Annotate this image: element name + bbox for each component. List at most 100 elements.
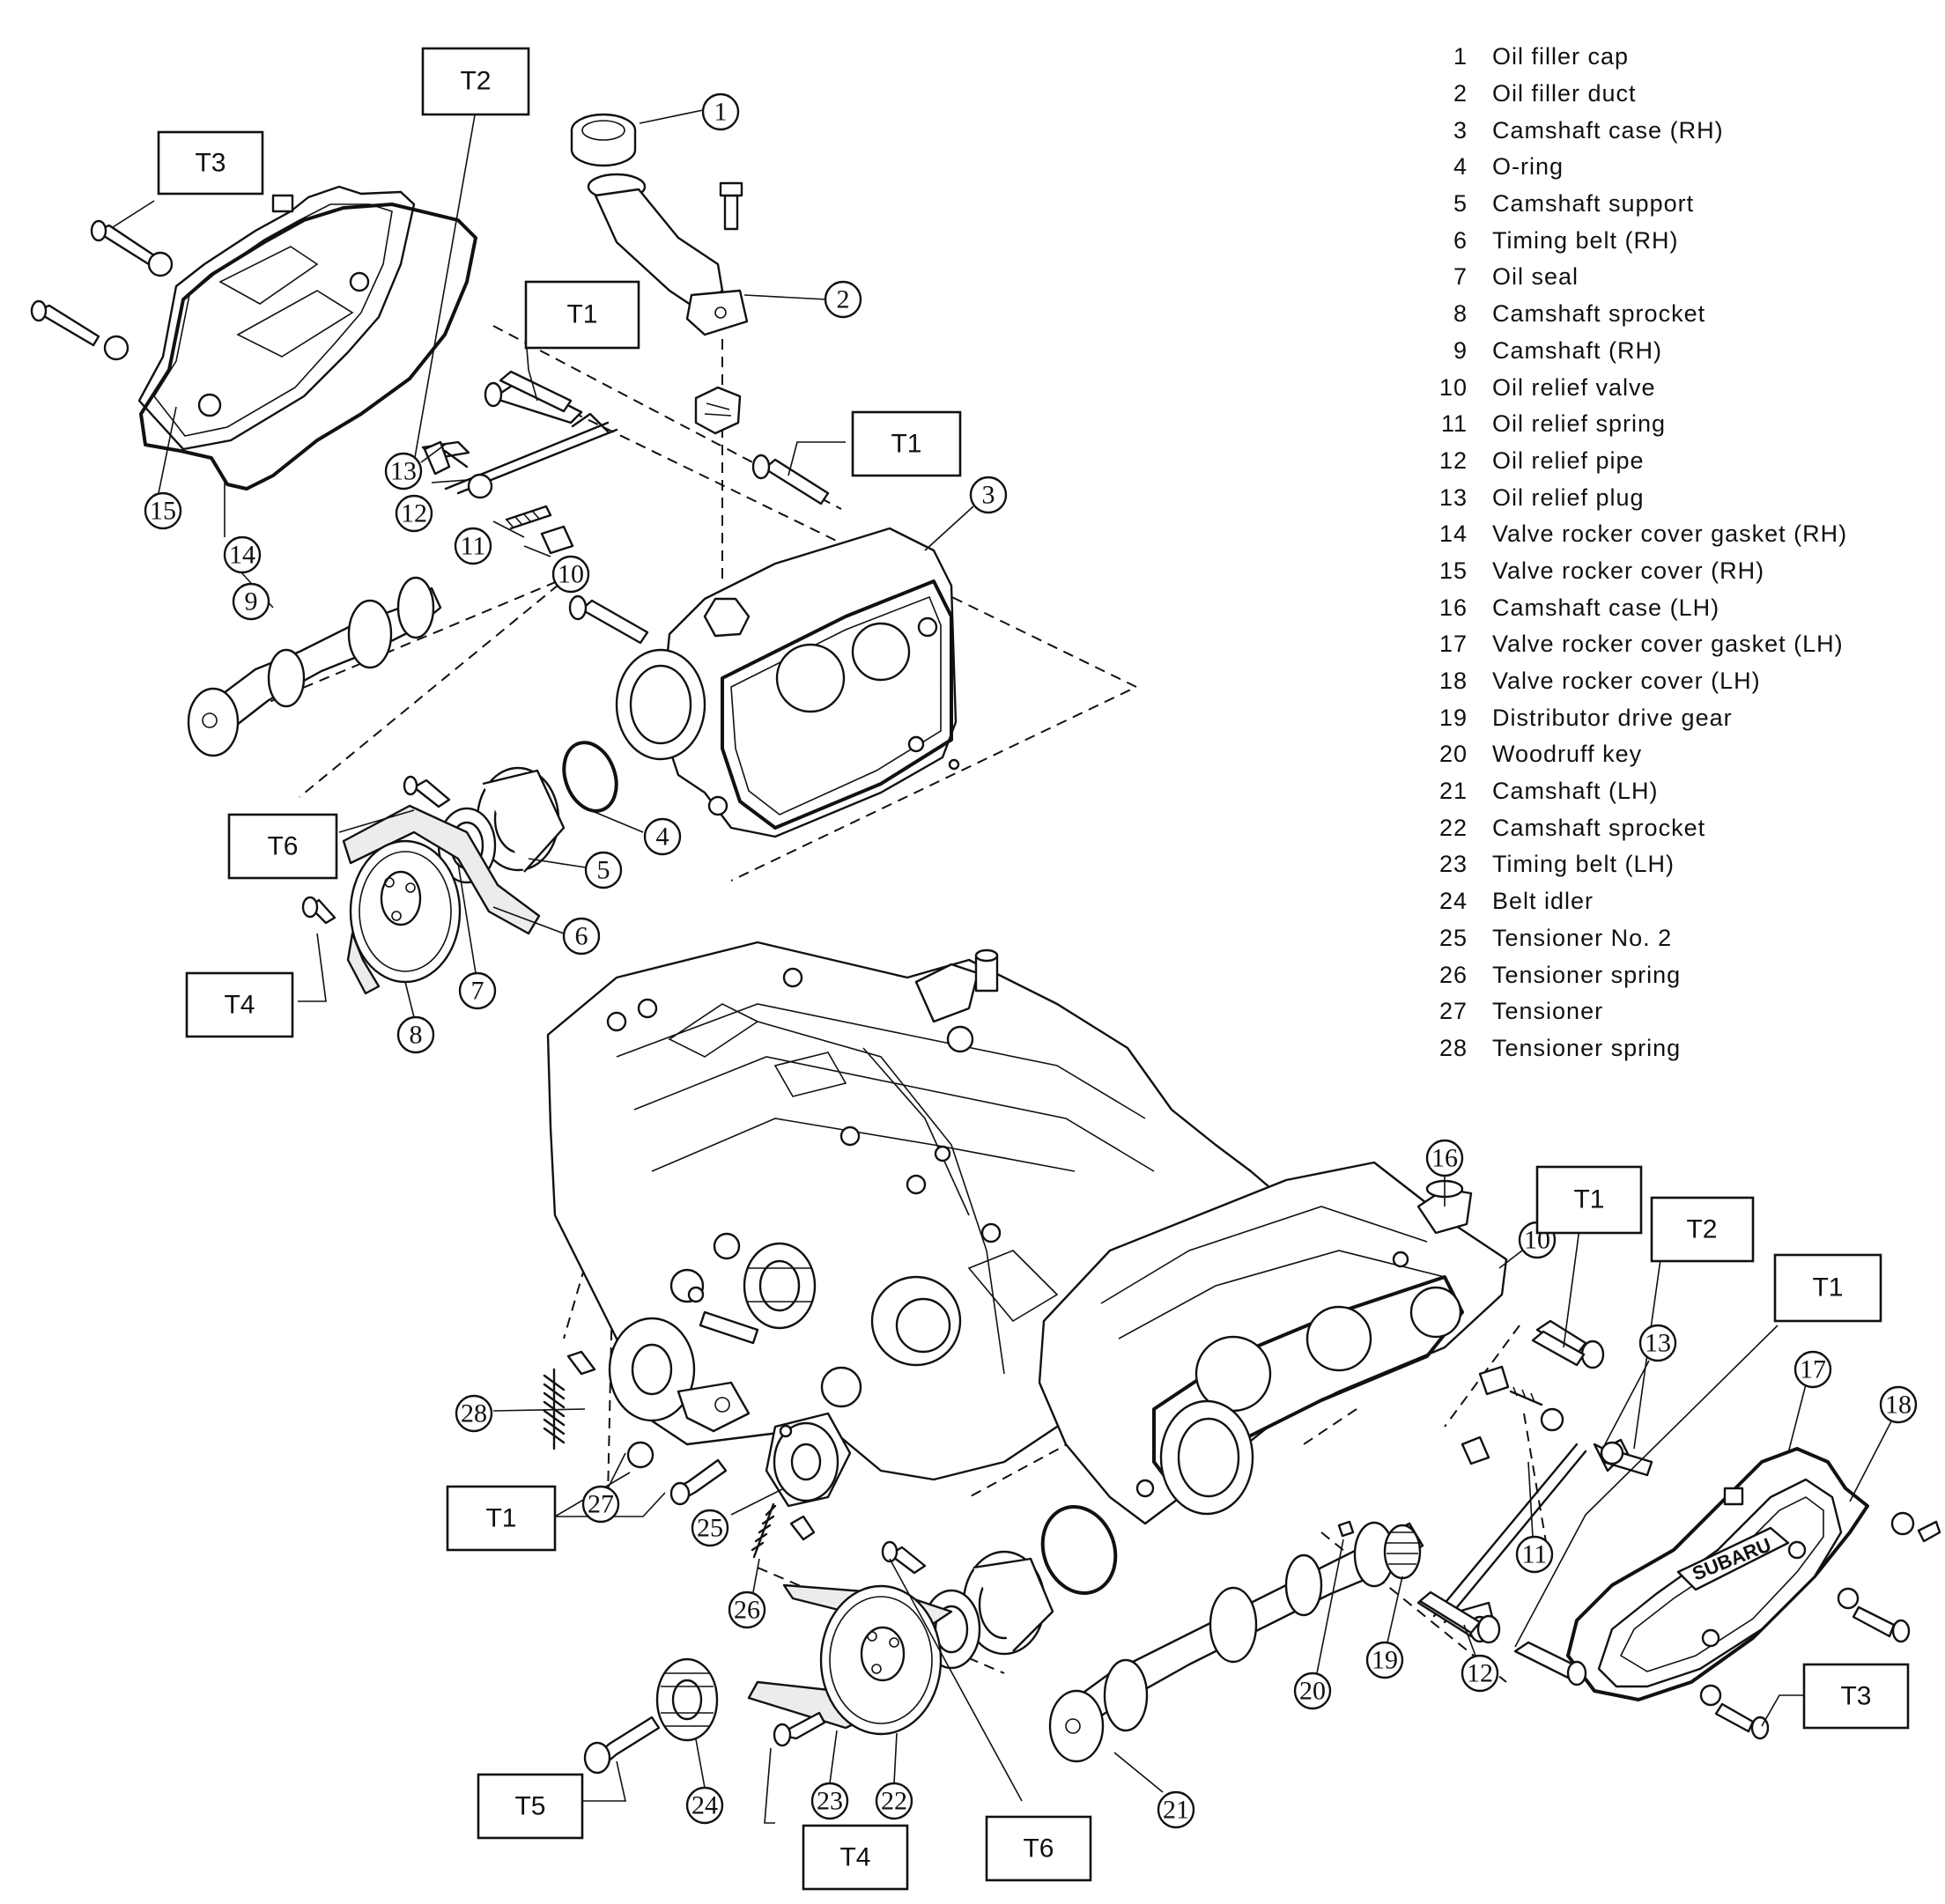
svg-text:9: 9 <box>245 587 258 616</box>
svg-text:26: 26 <box>734 1596 760 1625</box>
svg-text:T4: T4 <box>839 1843 870 1872</box>
callout-20: 20 <box>1293 1672 1332 1710</box>
legend-item-name: Camshaft (RH) <box>1492 336 1663 364</box>
camshaft-sprocket-lh <box>819 1584 943 1736</box>
legend-item-number: 16 <box>1438 594 1468 621</box>
legend-item-name: O-ring <box>1492 153 1564 181</box>
legend-item-number: 9 <box>1453 336 1468 364</box>
legend-item-number: 27 <box>1438 998 1468 1025</box>
oil-relief-assembly-rh <box>421 379 618 555</box>
valve-rocker-cover-gasket-rh <box>139 203 477 491</box>
callout-19: 19 <box>1365 1641 1404 1679</box>
legend-item-number: 19 <box>1438 704 1468 731</box>
callout-12-top: 12 <box>395 494 433 533</box>
legend-item-number: 8 <box>1453 300 1468 328</box>
svg-text:4: 4 <box>656 823 669 852</box>
svg-text:T6: T6 <box>1023 1834 1054 1863</box>
svg-text:T3: T3 <box>195 149 226 178</box>
torque-box-t1-right2: T1 <box>1773 1253 1882 1323</box>
oil-relief-assembly-lh <box>1432 1319 1653 1686</box>
valve-rocker-cover-rh <box>137 185 416 451</box>
callout-17: 17 <box>1793 1350 1832 1389</box>
svg-text:21: 21 <box>1163 1796 1189 1825</box>
legend-item-name: Camshaft case (LH) <box>1492 594 1720 621</box>
svg-text:T1: T1 <box>566 300 597 329</box>
legend-item-number: 13 <box>1438 483 1468 511</box>
torque-box-t1-lower: T1 <box>446 1485 557 1552</box>
legend-item-name: Tensioner spring <box>1492 1034 1682 1061</box>
legend-item-number: 1 <box>1453 43 1468 70</box>
svg-text:T1: T1 <box>485 1504 516 1533</box>
torque-box-t4-left: T4 <box>185 971 294 1038</box>
legend-item-number: 21 <box>1438 778 1468 805</box>
callout-18: 18 <box>1879 1385 1918 1424</box>
oil-filler-cap <box>570 113 637 167</box>
camshaft-sprocket-rh <box>349 839 462 984</box>
callout-13-bottom: 13 <box>1638 1324 1677 1362</box>
svg-text:T1: T1 <box>1812 1273 1843 1303</box>
svg-text:5: 5 <box>597 856 610 885</box>
callout-13-top: 13 <box>384 452 423 491</box>
svg-text:10: 10 <box>558 560 584 589</box>
callout-9: 9 <box>232 582 270 621</box>
cover-bolts-top <box>30 219 174 361</box>
legend-item: 21 Camshaft (LH) <box>1418 773 1912 810</box>
callout-21: 21 <box>1157 1790 1195 1829</box>
legend-item-number: 15 <box>1438 557 1468 584</box>
svg-text:23: 23 <box>817 1787 843 1816</box>
tensioner-no-2 <box>765 1412 852 1508</box>
legend-item-name: Oil relief pipe <box>1492 446 1645 474</box>
svg-text:17: 17 <box>1800 1355 1826 1384</box>
svg-text:25: 25 <box>697 1514 723 1543</box>
tensioner <box>608 1317 751 1433</box>
legend-item-number: 3 <box>1453 116 1468 144</box>
legend-item-number: 26 <box>1438 961 1468 988</box>
svg-text:18: 18 <box>1885 1391 1912 1420</box>
legend-item-name: Oil relief spring <box>1492 410 1667 438</box>
woodruff-key <box>1337 1520 1355 1538</box>
svg-text:20: 20 <box>1299 1677 1326 1706</box>
callout-7: 7 <box>458 971 497 1010</box>
callout-3: 3 <box>969 476 1008 514</box>
legend-item-number: 6 <box>1453 226 1468 254</box>
legend-item-number: 2 <box>1453 80 1468 107</box>
camshaft-case-bolts-rh <box>499 370 830 645</box>
legend-item-number: 22 <box>1438 814 1468 841</box>
callout-15: 15 <box>144 491 182 530</box>
svg-text:24: 24 <box>691 1791 718 1820</box>
svg-text:7: 7 <box>471 977 484 1006</box>
svg-text:T2: T2 <box>1686 1215 1717 1244</box>
svg-text:13: 13 <box>390 457 417 486</box>
o-ring-rh <box>562 741 618 813</box>
svg-text:3: 3 <box>982 481 995 510</box>
svg-text:27: 27 <box>588 1490 614 1519</box>
callout-11-top: 11 <box>454 527 492 565</box>
callout-4: 4 <box>643 817 682 856</box>
leader-lines <box>112 109 1893 1824</box>
camshaft-lh-bolt <box>1418 1590 1501 1644</box>
svg-text:T5: T5 <box>514 1792 545 1821</box>
torque-box-t2-top: T2 <box>421 47 530 116</box>
idler-bolts <box>583 1711 826 1775</box>
legend-item-name: Camshaft (LH) <box>1492 778 1659 805</box>
legend-item-number: 4 <box>1453 153 1468 181</box>
svg-text:8: 8 <box>410 1021 423 1050</box>
tensioner-bolts <box>566 1350 728 1506</box>
tensioner-spring-26 <box>751 1502 816 1559</box>
torque-box-t1-top: T1 <box>524 280 640 350</box>
svg-text:6: 6 <box>575 922 588 951</box>
legend-item-name: Distributor drive gear <box>1492 704 1733 731</box>
legend-item-number: 18 <box>1438 668 1468 695</box>
callout-24: 24 <box>685 1786 724 1825</box>
callout-14: 14 <box>223 535 262 574</box>
